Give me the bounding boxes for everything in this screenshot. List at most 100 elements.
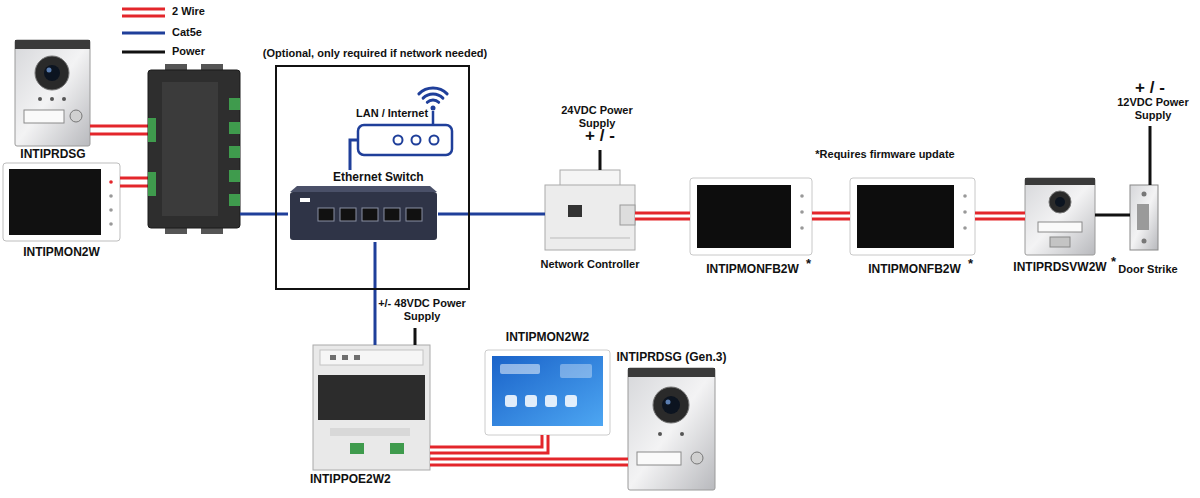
two-wire-cable	[812, 212, 850, 221]
device-label: Network Controller	[522, 258, 658, 271]
router-light	[394, 136, 403, 145]
poe-led	[330, 355, 336, 360]
camera-lens-inner	[44, 65, 60, 81]
camera-lens-inner	[662, 396, 680, 414]
polarity-label: + / -	[570, 126, 630, 146]
terminal-block	[350, 443, 364, 454]
cat5e-link	[375, 242, 376, 345]
device-label: Door Strike	[1110, 263, 1186, 276]
mic-hole	[680, 432, 684, 436]
optional-network-box: (Optional, only required if network need…	[275, 65, 470, 290]
door-station-body	[1025, 178, 1095, 255]
camera-lens	[653, 387, 689, 423]
two-wire-cable	[430, 458, 628, 467]
terminal-block	[229, 170, 240, 182]
two-wire-gap	[635, 215, 690, 218]
device-label: INTIPMON2W	[3, 246, 120, 260]
two-wire-cable	[90, 125, 148, 128]
poe-plate	[330, 428, 410, 436]
legend-cat5e-sample	[122, 32, 165, 35]
door-strike-body	[1130, 185, 1158, 250]
door-station-top-strip	[1025, 178, 1095, 185]
two-wire-link	[975, 216, 1025, 217]
switch-body	[290, 192, 437, 240]
power-cable	[1095, 214, 1130, 217]
monitor-button	[109, 194, 113, 198]
device-label: INTIPMONFB2W	[700, 263, 805, 277]
power-link	[1095, 215, 1130, 216]
name-plate	[24, 110, 64, 123]
distributor-panel	[162, 82, 218, 216]
legend-power-sample	[122, 51, 165, 54]
switch-logo	[300, 198, 310, 202]
two-wire-link	[430, 435, 545, 450]
door-strike: Door Strike	[1130, 185, 1158, 278]
mic-hole	[658, 432, 662, 436]
terminal-block	[229, 98, 240, 110]
controller-groove	[550, 238, 630, 239]
terminal-block	[148, 172, 156, 196]
door-station-body	[15, 40, 90, 146]
power-cable	[599, 150, 602, 170]
monitor-button	[800, 210, 804, 214]
door-station-top-strip	[15, 40, 90, 49]
monitor-screen	[857, 185, 954, 248]
two-wire-link	[812, 216, 850, 217]
power-supply-label: 12VDC Power Supply	[1108, 96, 1198, 121]
legend-text: Power	[172, 45, 205, 58]
two-wire-cable	[635, 212, 690, 221]
poe-unit: INTIPPOE2W2	[313, 345, 430, 485]
network-controller: Network Controller	[545, 170, 635, 272]
two-wire-cable	[975, 212, 1025, 221]
two-wire-gap	[975, 215, 1025, 218]
two-wire-gap	[430, 435, 545, 450]
strike-slot	[1137, 204, 1149, 230]
screen-icon	[545, 395, 557, 407]
power-cable	[1149, 126, 1152, 185]
ethernet-switch: Ethernet Switch	[288, 170, 438, 242]
router-antenna	[432, 111, 435, 125]
terminal-block	[148, 118, 156, 142]
camera-lens	[1049, 191, 1071, 213]
cat5e-link	[438, 214, 545, 215]
door-station: INTIPRDSG	[15, 40, 90, 162]
wifi-arc	[423, 94, 443, 98]
device-label: INTIPRDSVW2W	[1008, 261, 1112, 275]
monitor: INTIPMONFB2W*	[690, 178, 812, 280]
screen-bar	[500, 364, 540, 374]
switch-port	[406, 208, 422, 221]
poe-led	[342, 355, 348, 360]
monitor-button	[800, 194, 804, 198]
monitor-frame	[850, 178, 975, 255]
screen-icon	[525, 395, 537, 407]
monitor: INTIPMONFB2W*	[850, 178, 975, 280]
legend-text: 2 Wire	[172, 5, 205, 18]
cat5e-cable	[374, 242, 377, 345]
poe-band	[318, 375, 425, 420]
monitor-button	[963, 226, 967, 230]
poe-top-strip	[320, 350, 423, 365]
footnote-marker: *	[806, 257, 816, 272]
door-station-top-strip	[628, 368, 715, 377]
lens-glint	[47, 68, 52, 73]
two-wire-gap	[430, 461, 628, 464]
ethernet-port	[568, 205, 582, 217]
mic-hole	[38, 97, 42, 101]
call-button	[691, 452, 703, 464]
switch-top	[290, 186, 437, 192]
two-wire-link	[635, 216, 690, 217]
switch-port	[318, 208, 334, 221]
monitor: INTIPMON2W2	[485, 330, 610, 435]
two-wire-cable	[120, 185, 148, 188]
polarity-label: + / -	[1120, 78, 1180, 98]
poe-led	[354, 355, 360, 360]
camera-lens	[35, 56, 69, 90]
router-body	[358, 125, 452, 155]
monitor-button	[963, 210, 967, 214]
device-label: INTIPMONFB2W	[862, 263, 967, 277]
wifi-dot	[431, 106, 436, 111]
distributor-body	[148, 70, 240, 228]
door-station: INTIPRDSVW2W*	[1025, 178, 1095, 278]
monitor: INTIPMON2W	[3, 163, 120, 263]
router: LAN / Internet	[358, 105, 455, 160]
